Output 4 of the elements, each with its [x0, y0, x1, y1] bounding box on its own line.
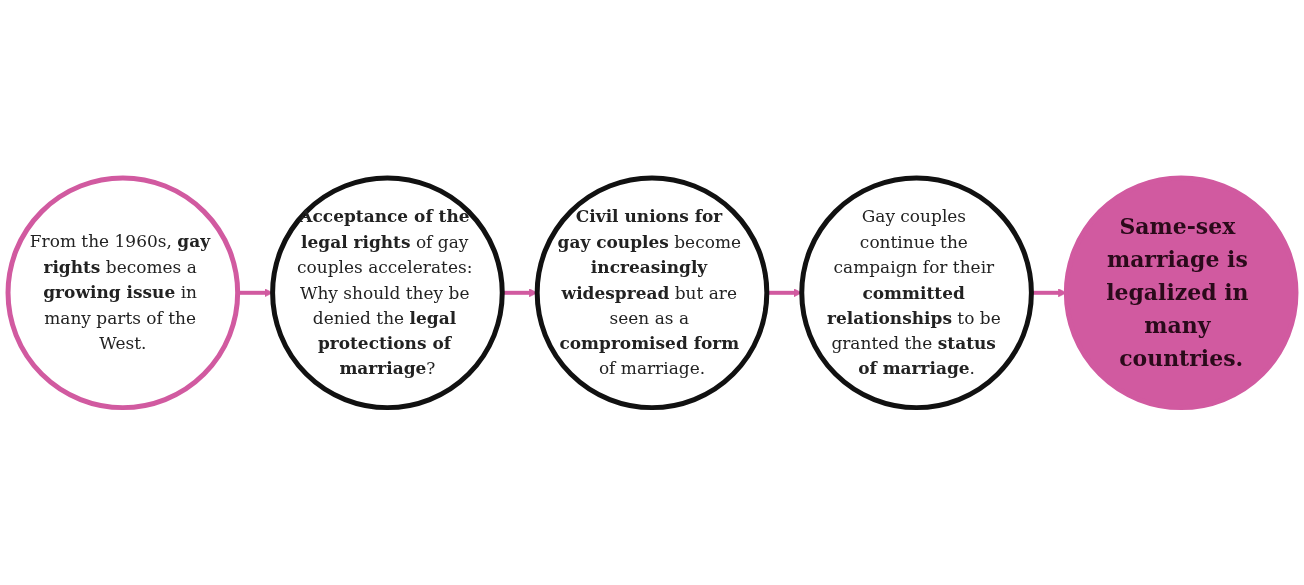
node-circle: Same-sex marriage is legalized in many countries. [1063, 175, 1299, 410]
node-circle: Gay couples continue the campaign for their committed relationships to be granted the status of marriage. [799, 175, 1034, 410]
node-circle: From the 1960s, gay rights becomes a growing issue in many parts of the West. [5, 175, 241, 410]
node-circle: Civil unions for gay couples become increasingly widespread but are seen as a compromised form of marriage. [534, 175, 770, 410]
